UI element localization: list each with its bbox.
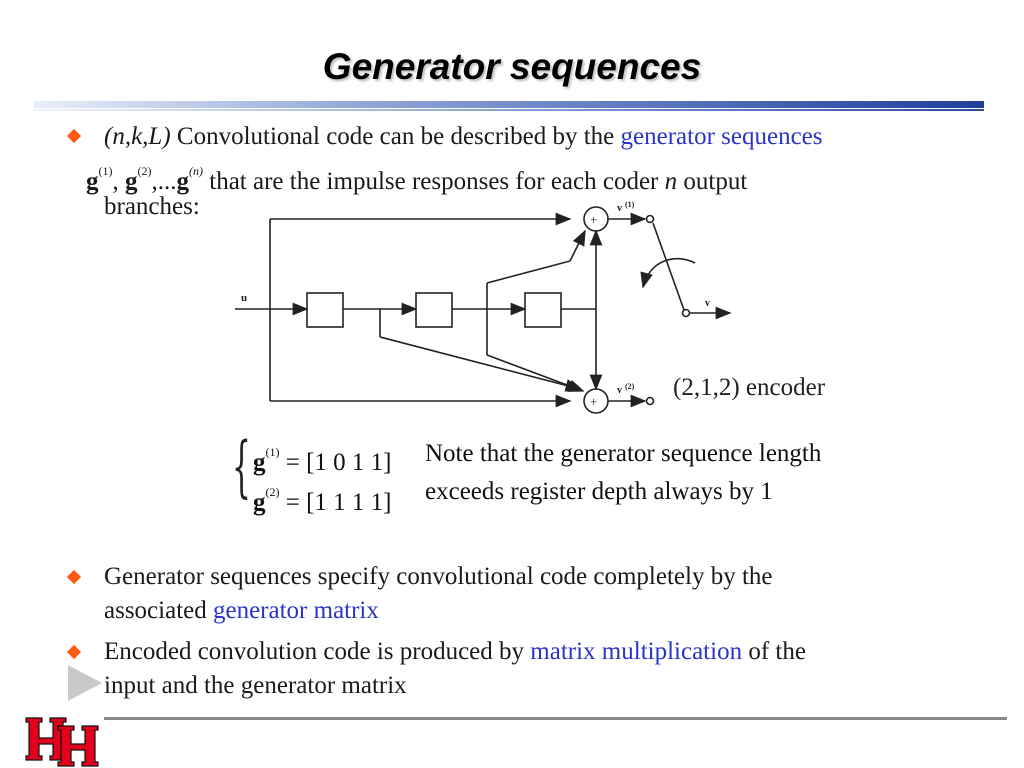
shift-register-2 [415,292,453,328]
g-symbol: g [86,168,99,195]
label-v2: v [617,385,622,396]
equation-g2: g(2) = [1 1 1 1] [253,475,392,520]
diamond-bullet-icon [66,569,82,585]
bullet-2-line-2: associated generator matrix [104,594,379,627]
diamond-bullet-icon [66,128,82,144]
code-params: (n,k,L) [104,123,171,150]
equation-g1: g(1) = [1 0 1 1] [253,435,392,480]
bullet-1-line-2: g(1), g(2),...g(n) that are the impulse … [86,155,747,198]
shift-register-1 [306,292,344,328]
n-symbol: n [664,168,678,195]
diamond-bullet-icon [66,644,82,660]
label-u: u [241,292,247,304]
g2-sup: (2) [265,485,280,499]
label-v1: v [617,203,622,214]
title-underline-thin [34,109,984,111]
triangle-arrow-icon[interactable] [68,665,102,701]
separator-1: , [112,168,125,195]
label-v2-sup: (2) [625,382,635,391]
bullet-2-line-1: Generator sequences specify convolutiona… [104,563,773,590]
bullet-3-text-2: of the [742,638,806,665]
shift-register-3 [524,292,562,328]
bullet-1-line-2-text: that are the impulse responses for each … [203,168,665,195]
bullet-1-line-2-text-2: output [677,168,748,195]
adder-bottom-plus: + [590,394,597,409]
slide-title: Generator sequences [322,46,702,87]
bullet-1-line-3: branches: [104,193,200,220]
bullet-2-text: associated [104,597,213,624]
encoder-diagram: + + u v (1) v (2) v (2,1,2) encoder [235,200,826,414]
label-v1-sup: (1) [625,200,635,209]
g-symbol: g [176,168,190,195]
g-symbol: g [125,168,138,195]
matrix-multiplication-link: matrix multiplication [530,638,743,665]
generator-sequences-link: generator sequences [620,123,823,150]
note-line-2: exceeds register depth always by 1 [425,478,773,505]
g-sup-1: (1) [98,164,113,178]
g1-sup: (1) [265,445,280,459]
g1-symbol: g [253,449,266,476]
bullet-3-line-2: input and the generator matrix [104,672,407,699]
bullet-3-text: Encoded convolution code is produced by [104,638,531,665]
encoder-caption: (2,1,2) encoder [673,374,826,401]
g-sup-2: (2) [137,164,152,178]
g2-value: = [1 1 1 1] [279,489,392,516]
note-line-1: Note that the generator sequence length [425,440,822,467]
label-v: v [705,298,710,309]
equation-brace: { [232,428,251,505]
bullet-1-text: Convolutional code can be described by t… [170,123,621,150]
g2-symbol: g [253,489,266,516]
bullet-1-line-1: (n,k,L) Convolutional code can be descri… [104,120,823,153]
separator-2: ,... [151,168,177,195]
generator-matrix-link: generator matrix [212,597,379,624]
adder-top-plus: + [590,212,597,227]
g-sup-n: (n) [189,164,203,178]
title-underline [34,101,984,108]
university-logo-icon [25,717,99,767]
footer-rule [104,717,1007,720]
g1-value: = [1 0 1 1] [279,449,392,476]
bullet-3-line-1: Encoded convolution code is produced by … [104,635,806,668]
